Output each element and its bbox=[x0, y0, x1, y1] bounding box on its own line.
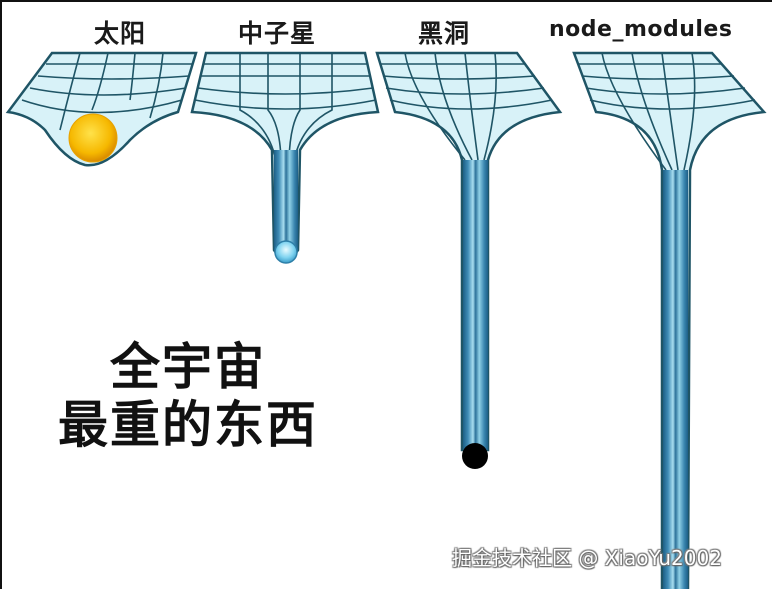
label-black-hole: 黑洞 bbox=[418, 19, 471, 48]
caption: 全宇宙 最重的东西 bbox=[58, 338, 318, 454]
caption-line-2: 最重的东西 bbox=[58, 396, 318, 454]
label-neutron-star: 中子星 bbox=[238, 19, 317, 48]
sun-gravity-well bbox=[5, 51, 198, 167]
label-sun: 太阳 bbox=[94, 19, 147, 48]
black-hole-gravity-well bbox=[375, 51, 563, 469]
watermark: 掘金技术社区 @ XiaoYu2002 bbox=[452, 546, 722, 570]
black-hole-ball bbox=[462, 443, 488, 469]
neutron-star-gravity-well bbox=[190, 51, 380, 264]
sun-ball bbox=[68, 113, 118, 163]
label-node-modules: node_modules bbox=[549, 17, 733, 42]
node-modules-gravity-well bbox=[572, 51, 767, 589]
caption-line-1: 全宇宙 bbox=[110, 338, 266, 396]
neutron-star-ball bbox=[274, 240, 298, 264]
